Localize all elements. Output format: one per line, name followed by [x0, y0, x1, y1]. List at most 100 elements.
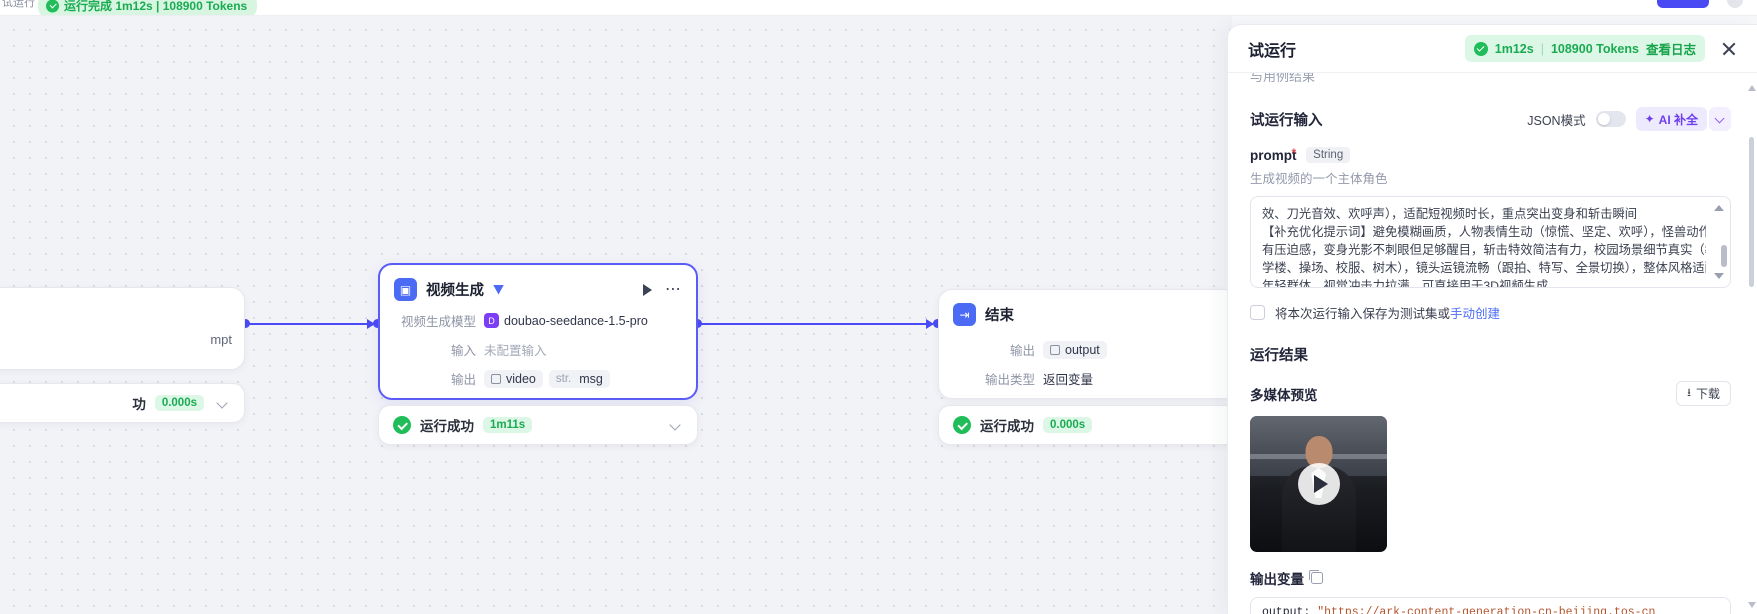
node-video-generation[interactable]: ▣ 视频生成 ⋯ 视频生成模型 D doubao-seedance-1.5-pr… — [378, 263, 698, 400]
chevron-down-icon[interactable] — [217, 397, 230, 410]
node-output-video-label: video — [506, 371, 536, 386]
panel-scrollbar-thumb[interactable] — [1749, 137, 1754, 287]
success-check-icon — [393, 416, 411, 434]
node-row-output: 输出 video str. msg — [394, 369, 682, 388]
variable-icon — [1050, 344, 1060, 355]
workflow-canvas[interactable]: mpt 功 0.000s ▣ 视频生成 ⋯ 视频生成模型 D — [0, 16, 1232, 614]
node-row-model: 视频生成模型 D doubao-seedance-1.5-pro — [394, 311, 682, 330]
download-button[interactable]: ⭳ 下载 — [1676, 381, 1731, 406]
node-end-duration: 0.000s — [1043, 417, 1093, 433]
media-preview-header: 多媒体预览 ⭳ 下载 — [1250, 381, 1731, 406]
node-end-status[interactable]: 运行成功 0.000s — [938, 405, 1232, 445]
node-end-output-value: output — [1065, 342, 1100, 357]
clipped-section-above: 与用例结果 — [1250, 73, 1316, 84]
node-end-rows: 输出 output 输出类型 返回变量 — [939, 326, 1232, 388]
panel-header-actions: 1m12s | 108900 Tokens 查看日志 — [1464, 35, 1739, 62]
textarea-scrollbar-thumb[interactable] — [1720, 245, 1727, 267]
panel-body[interactable]: 与用例结果 试运行输入 JSON模式 ✦ AI 补全 — [1228, 73, 1757, 614]
save-as-testset-checkbox[interactable] — [1250, 305, 1265, 320]
success-check-icon — [1473, 41, 1488, 56]
edge-port-video-in — [373, 319, 382, 328]
end-node-icon: ⇥ — [953, 303, 976, 326]
download-label: 下载 — [1695, 387, 1720, 401]
node-row-input-value: 未配置输入 — [484, 344, 547, 358]
prompt-line: 效、刀光音效、欢呼声），适配短视频时长，重点突出变身和斩击瞬间 — [1262, 207, 1638, 221]
node-start-status[interactable]: 功 0.000s — [0, 383, 245, 423]
prompt-line: 学楼、操场、校服、树木），镜头运镜流畅（跟拍、特写、全景切换），整体风格适配 — [1262, 261, 1706, 275]
node-end[interactable]: ⇥ 结束 输出 output 输出类型 返回变量 — [938, 289, 1232, 399]
results-section-title: 运行结果 — [1250, 348, 1308, 364]
top-primary-button[interactable] — [1657, 0, 1709, 8]
panel-scrollbar[interactable] — [1749, 85, 1754, 607]
scroll-down-arrow-icon[interactable] — [1714, 273, 1724, 279]
json-mode-toggle[interactable] — [1595, 111, 1626, 127]
input-section-title: 试运行输入 — [1250, 112, 1323, 129]
node-video-title: 视频生成 — [426, 283, 484, 299]
node-end-row-type: 输出类型 返回变量 — [953, 369, 1223, 388]
view-log-link[interactable]: 查看日志 — [1645, 43, 1696, 57]
prompt-input-textarea[interactable]: 效、刀光音效、欢呼声），适配短视频时长，重点突出变身和斩击瞬间 【补充优化提示词… — [1250, 196, 1731, 288]
edge-port-left-out — [241, 319, 250, 328]
node-output-msg-prefix: str. — [555, 372, 572, 385]
node-video-header: ▣ 视频生成 ⋯ — [380, 265, 696, 301]
save-as-testset-row: 将本次运行输入保存为测试集或手动创建 — [1250, 303, 1731, 322]
output-variable-box[interactable]: output: "https://ark-content-generation-… — [1250, 597, 1731, 614]
node-end-status-text: 运行成功 — [980, 419, 1034, 434]
save-as-testset-text: 将本次运行输入保存为测试集或手动创建 — [1275, 307, 1501, 321]
avatar[interactable] — [1727, 0, 1743, 8]
badge-separator: | — [1540, 41, 1544, 56]
video-preview-thumbnail[interactable] — [1250, 416, 1387, 552]
panel-header: 试运行 1m12s | 108900 Tokens 查看日志 — [1228, 25, 1757, 73]
variable-icon — [491, 373, 501, 384]
copy-icon[interactable] — [1308, 569, 1323, 584]
more-options-icon[interactable]: ⋯ — [665, 280, 682, 298]
edge-left-to-video — [248, 323, 374, 325]
sparkle-icon: ✦ — [1644, 112, 1655, 126]
panel-title: 试运行 — [1248, 42, 1297, 60]
test-run-panel: 试运行 1m12s | 108900 Tokens 查看日志 与用例结果 试运行… — [1227, 24, 1757, 614]
node-output-msg-label: msg — [579, 371, 603, 386]
manual-create-link[interactable]: 手动创建 — [1450, 307, 1501, 321]
run-tokens: 108900 Tokens — [1550, 41, 1639, 56]
output-variable-value: "https://ark-content-generation-cn-beiji… — [1317, 606, 1656, 614]
json-mode-label: JSON模式 — [1527, 113, 1586, 128]
play-icon[interactable] — [643, 283, 652, 296]
close-icon[interactable] — [1719, 39, 1739, 59]
prompt-field-name: prompt* — [1250, 145, 1297, 163]
top-run-status-badge: 运行完成 1m12s | 108900 Tokens — [38, 0, 258, 15]
chevron-down-icon[interactable] — [670, 419, 683, 432]
ai-complete-label: AI 补全 — [1658, 112, 1698, 127]
run-duration: 1m12s — [1494, 41, 1534, 56]
node-end-type-value: 返回变量 — [1043, 373, 1094, 387]
node-end-title: 结束 — [985, 308, 1014, 324]
panel-scroll-up-icon[interactable] — [1747, 85, 1756, 91]
output-variable-key: output — [1262, 606, 1304, 614]
output-variable-title: 输出变量 — [1250, 572, 1304, 587]
node-output-pill-video: video — [484, 369, 543, 388]
node-badge-icon — [493, 284, 504, 295]
media-preview-title: 多媒体预览 — [1250, 387, 1318, 403]
node-row-input: 输入 未配置输入 — [394, 340, 682, 359]
node-video-duration: 1m11s — [483, 417, 533, 433]
success-check-icon — [953, 416, 971, 434]
play-icon[interactable] — [1297, 463, 1340, 505]
prompt-line: 年轻群体，视觉冲击力拉满，可直接用于3D视频生成 — [1262, 279, 1549, 288]
node-end-row-output: 输出 output — [953, 340, 1223, 359]
panel-scroll-down-icon[interactable] — [1747, 602, 1756, 608]
node-output-pill-msg: str. msg — [548, 369, 610, 388]
node-start[interactable]: mpt — [0, 287, 245, 370]
node-end-output-key: 输出 — [1009, 344, 1035, 358]
scroll-up-arrow-icon[interactable] — [1714, 205, 1724, 211]
node-video-rows: 视频生成模型 D doubao-seedance-1.5-pro 输入 未配置输… — [380, 301, 696, 388]
prompt-line: 【补充优化提示词】避免模糊画质，人物表情生动（惊慌、坚定、欢呼），怪兽动作 — [1262, 225, 1706, 239]
edge-port-end-in — [933, 319, 942, 328]
ai-complete-dropdown[interactable] — [1709, 107, 1731, 131]
node-row-input-key: 输入 — [450, 344, 476, 358]
ai-complete-button[interactable]: ✦ AI 补全 — [1635, 107, 1707, 131]
chevron-down-icon — [1716, 115, 1725, 124]
node-video-status[interactable]: 运行成功 1m11s — [378, 405, 698, 445]
top-bar-tab-label[interactable]: 试运行 — [2, 0, 35, 9]
prompt-field-type: String — [1306, 147, 1351, 163]
input-section-controls: JSON模式 ✦ AI 补全 — [1527, 107, 1731, 131]
